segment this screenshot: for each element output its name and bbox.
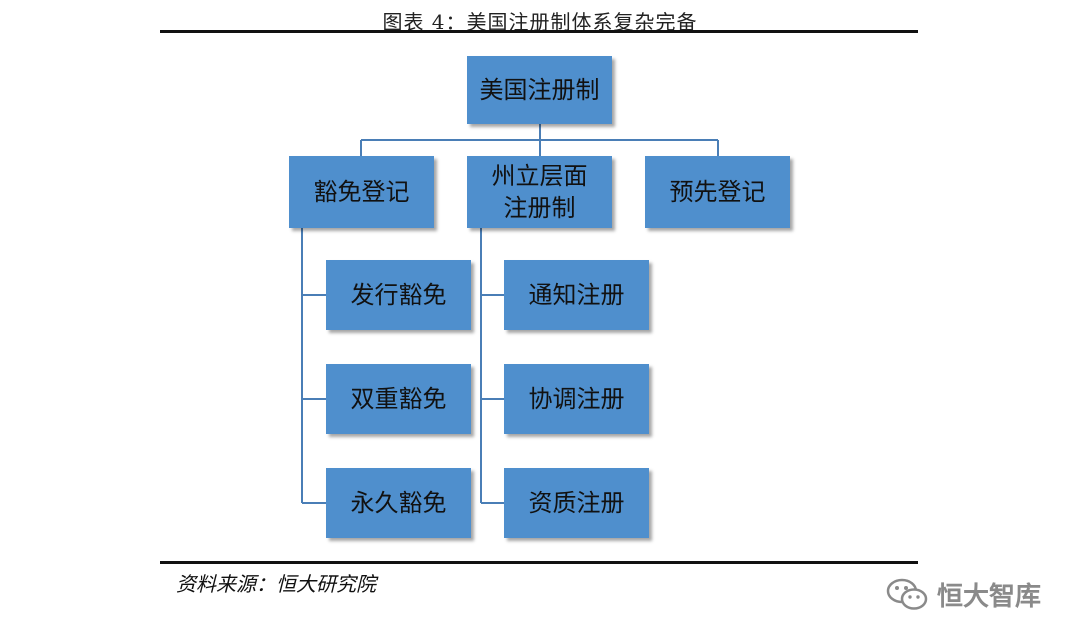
wechat-icon: [886, 578, 928, 610]
branch-node-label: 州立层面注册制: [491, 162, 588, 222]
branch-node-label: 预先登记: [669, 178, 766, 206]
child-node-issuance-exemption: 发行豁免: [326, 260, 471, 330]
bottom-rule: [160, 561, 918, 564]
child-node-qualification-registration: 资质注册: [504, 468, 649, 538]
child-node-label: 通知注册: [528, 281, 625, 309]
child-node-label: 发行豁免: [350, 281, 447, 309]
child-node-dual-exemption: 双重豁免: [326, 364, 471, 434]
child-node-label: 双重豁免: [350, 385, 447, 413]
watermark: 恒大智库: [885, 576, 1041, 613]
branch-node-pre-registration: 预先登记: [645, 156, 790, 228]
child-node-label: 协调注册: [528, 385, 625, 413]
child-node-permanent-exemption: 永久豁免: [326, 468, 471, 538]
child-node-coordination-registration: 协调注册: [504, 364, 649, 434]
top-rule: [160, 30, 918, 33]
child-node-notice-registration: 通知注册: [504, 260, 649, 330]
branch-node-label: 豁免登记: [313, 178, 410, 206]
root-node: 美国注册制: [467, 56, 612, 124]
child-node-label: 永久豁免: [350, 489, 447, 517]
child-node-label: 资质注册: [528, 489, 625, 517]
branch-node-exemption: 豁免登记: [289, 156, 434, 228]
source-note: 资料来源：恒大研究院: [176, 572, 376, 596]
branch-node-state-registration: 州立层面注册制: [467, 156, 612, 228]
root-node-label: 美国注册制: [479, 76, 600, 104]
watermark-text: 恒大智库: [937, 582, 1042, 612]
